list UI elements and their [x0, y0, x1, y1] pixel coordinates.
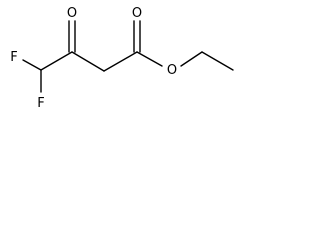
atom-o-carbonyl: O — [132, 6, 142, 21]
atom-o-ketone: O — [67, 6, 77, 21]
atom-f-upper: F — [10, 50, 17, 65]
bond-ethyl — [201, 51, 234, 71]
atom-o-ester: O — [167, 63, 177, 78]
bond-ketone-ch2 — [71, 51, 105, 72]
bond-o-ethyl — [180, 51, 203, 67]
structure-diagram: O O O F F — [10, 6, 234, 111]
bond-c-f-upper — [22, 59, 42, 71]
atom-f-lower: F — [37, 96, 44, 111]
bond-chf2-ketone — [40, 51, 73, 71]
bond-ch2-ester — [103, 51, 138, 72]
bond-ester-o — [136, 51, 163, 67]
